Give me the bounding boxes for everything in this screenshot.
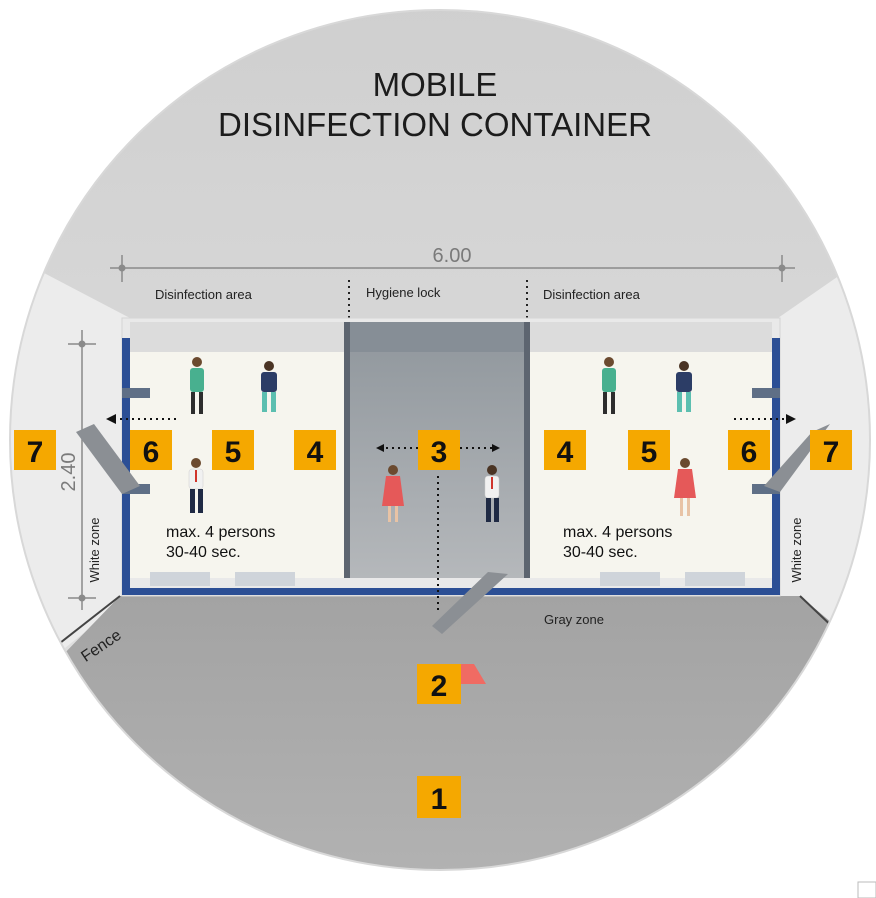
left-room-backwall <box>130 322 348 352</box>
svg-text:7: 7 <box>823 436 840 469</box>
width-dimension <box>110 255 795 282</box>
height-label: 2.40 <box>58 453 80 492</box>
person-left-2 <box>261 361 277 412</box>
lock-wall-right <box>524 322 530 578</box>
right-room-bench-1 <box>600 572 660 586</box>
left-wall-blue <box>122 338 130 594</box>
white-zone-right-label: White zone <box>789 517 804 582</box>
area-label-middle: Hygiene lock <box>366 285 441 300</box>
step-badge-7-right: 7 <box>810 430 852 470</box>
hygiene-lock-backwall <box>348 322 526 352</box>
right-room-bench-2 <box>685 572 745 586</box>
title-line-1: MOBILE <box>373 66 498 103</box>
svg-text:4: 4 <box>307 436 324 469</box>
person-lock-2 <box>484 465 500 522</box>
step-badge-4-left: 4 <box>294 430 336 470</box>
person-left-1 <box>190 357 204 414</box>
left-room-bench-1 <box>150 572 210 586</box>
step-badge-6-right: 6 <box>728 430 770 470</box>
left-door-top <box>122 388 150 398</box>
svg-text:4: 4 <box>557 436 574 469</box>
arrow-right-exit <box>734 414 796 424</box>
capacity-right-line-1: max. 4 persons <box>563 524 672 541</box>
bottom-wall-blue <box>122 588 780 595</box>
right-room-backwall <box>530 322 772 352</box>
person-right-3 <box>674 458 696 516</box>
step-badge-3: 3 <box>418 430 460 470</box>
person-left-3 <box>188 458 204 513</box>
svg-text:7: 7 <box>27 436 44 469</box>
svg-text:6: 6 <box>143 436 160 469</box>
person-right-1 <box>602 357 616 414</box>
step-badge-5-left: 5 <box>212 430 254 470</box>
circle-frame <box>9 9 871 871</box>
step-badge-7-left: 7 <box>14 430 56 470</box>
left-door-bottom <box>122 484 150 494</box>
svg-text:6: 6 <box>741 436 758 469</box>
svg-text:2: 2 <box>431 670 448 703</box>
front-open-door <box>432 572 508 634</box>
capacity-right-line-2: 30-40 sec. <box>563 544 638 561</box>
area-label-right: Disinfection area <box>543 287 641 302</box>
svg-text:5: 5 <box>641 436 658 469</box>
gray-zone-label: Gray zone <box>544 612 604 627</box>
person-lock-1 <box>382 465 404 522</box>
left-room-bench-2 <box>235 572 295 586</box>
svg-text:1: 1 <box>431 783 448 816</box>
arrow-left-exit <box>106 414 176 424</box>
right-wall-blue <box>772 338 780 594</box>
capacity-left-line-2: 30-40 sec. <box>166 544 241 561</box>
arrow-lock-left <box>376 444 418 452</box>
right-door-top <box>752 388 780 398</box>
step-badge-2: 2 <box>417 664 461 704</box>
step-badge-5-right: 5 <box>628 430 670 470</box>
svg-text:5: 5 <box>225 436 242 469</box>
corner-mark <box>857 881 876 898</box>
svg-text:3: 3 <box>431 436 448 469</box>
step-badge-4-right: 4 <box>544 430 586 470</box>
arrow-lock-right <box>460 444 500 452</box>
title-line-2: DISINFECTION CONTAINER <box>218 106 652 143</box>
step-badge-1: 1 <box>417 776 461 818</box>
left-open-door <box>76 424 140 494</box>
lock-wall-left <box>344 322 350 578</box>
width-label: 6.00 <box>433 245 472 267</box>
area-label-left: Disinfection area <box>155 287 253 302</box>
person-right-2 <box>676 361 692 412</box>
capacity-left-line-1: max. 4 persons <box>166 524 275 541</box>
height-dimension <box>68 330 96 610</box>
white-zone-left-label: White zone <box>87 517 102 582</box>
right-door-bottom <box>752 484 780 494</box>
step-badge-6-left: 6 <box>130 430 172 470</box>
